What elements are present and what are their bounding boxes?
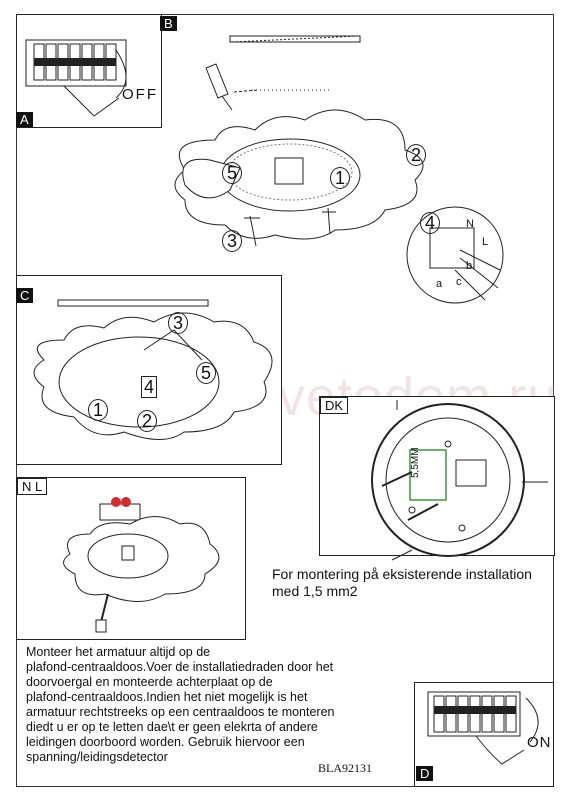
- instruction-line-1: Monteer het armatuur altijd op de: [26, 645, 211, 659]
- panel-c-step-3: 3: [168, 312, 188, 334]
- step-number-5: 5: [222, 162, 242, 184]
- installation-note-line-1: For montering på eksisterende installati…: [272, 566, 532, 582]
- screwdriver-icon: [205, 63, 259, 111]
- step-number-4: 4: [420, 212, 440, 234]
- panel-d-label: D: [416, 766, 434, 781]
- model-code: BLA92131: [318, 761, 372, 775]
- instruction-line-4: plafond-centraaldoos.Indien het niet mog…: [26, 690, 308, 704]
- mounting-screws: [244, 207, 336, 247]
- breaker-off-illustration: [25, 39, 127, 117]
- panel-nl-lamp-illustration: [63, 497, 220, 633]
- wire-letter-a: a: [436, 278, 443, 290]
- panel-c-step-4: 4: [141, 376, 157, 398]
- switch-on-text: ON: [527, 734, 552, 751]
- installation-note-line-2: med 1,5 mm2: [272, 583, 358, 599]
- breaker-on-illustration: [427, 691, 539, 765]
- switch-off-text: OFF: [122, 86, 158, 103]
- step-number-1: 1: [330, 167, 350, 189]
- panel-c-step-5: 5: [196, 362, 216, 384]
- step-number-2: 2: [406, 144, 426, 166]
- lamp-flower-shade: [174, 109, 424, 240]
- panel-c-step-2: 2: [137, 410, 157, 432]
- wire-letter-c: c: [456, 276, 462, 288]
- panel-a-label: A: [16, 112, 33, 127]
- wire-letter-l: L: [482, 236, 489, 248]
- instruction-line-7: leidingen doorboord worden. Gebruik hier…: [26, 735, 305, 749]
- panel-dk-mounting-plate: [371, 400, 548, 561]
- instruction-line-6: diedt u er op te letten dae\t er geen el…: [26, 720, 318, 734]
- instruction-line-2: plafond-centraaldoos.Voer de installatie…: [26, 660, 334, 674]
- instruction-line-3: doorvoergal en monteerde achterplaat op …: [26, 675, 273, 689]
- ceiling-lamp-exploded-view: [229, 35, 361, 91]
- instruction-line-5: armatuur rechtstreeks op een centraaldoo…: [26, 705, 335, 719]
- panel-nl-label: N L: [17, 478, 48, 495]
- panel-c-step-1: 1: [88, 399, 108, 421]
- wire-letter-b: b: [466, 260, 473, 272]
- panel-c-label: C: [16, 288, 34, 303]
- panel-dk-dimension-text: 5,5MM: [410, 447, 421, 478]
- panel-b-label: B: [160, 16, 177, 31]
- instruction-line-8: spanning/leidingsdetector: [26, 750, 168, 764]
- step-number-3: 3: [222, 230, 242, 252]
- wire-letter-n: N: [466, 218, 474, 230]
- panel-dk-label: DK: [320, 397, 349, 414]
